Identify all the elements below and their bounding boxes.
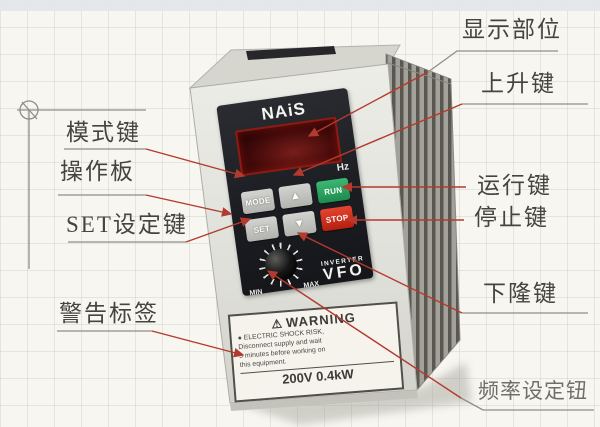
annotation-stop-key: 停止键 <box>474 205 549 230</box>
annotation-frequency-knob: 频率设定钮 <box>478 379 588 403</box>
annotation-display-area: 显示部位 <box>462 17 562 42</box>
frequency-knob: MIN MAX <box>243 238 320 299</box>
watermark-band <box>0 0 600 11</box>
stop-button: STOP <box>319 205 355 232</box>
control-panel: NAiS Hz MODE ▲ RUN SET ▼ STOP MIN MAX IN… <box>216 87 374 299</box>
annotation-warning-label: 警告标签 <box>59 301 159 326</box>
annotation-set-key: SET设定键 <box>66 212 188 237</box>
set-button: SET <box>244 215 280 243</box>
annotation-down-key: 下隆键 <box>483 281 558 306</box>
annotation-up-key: 上升键 <box>481 71 556 96</box>
annotation-mode-key: 模式键 <box>66 120 141 145</box>
warning-sticker: ⚠WARNING ● ELECTRIC SHOCK RISK, Disconne… <box>227 301 405 403</box>
warning-triangle-icon: ⚠ <box>270 316 284 332</box>
top-vent <box>246 46 336 60</box>
device-shadow <box>238 362 472 425</box>
mode-button: MODE <box>240 188 276 215</box>
knob-min-label: MIN <box>249 288 263 298</box>
knob-max-label: MAX <box>303 280 320 290</box>
annotation-operation-panel: 操作板 <box>60 159 135 184</box>
model-label: VFO <box>322 261 366 284</box>
model-badge: INVERTER VFO <box>321 255 368 289</box>
run-button: RUN <box>315 177 351 204</box>
down-arrow-button: ▼ <box>282 210 317 237</box>
annotation-run-key: 运行键 <box>477 173 552 198</box>
up-arrow-button: ▲ <box>278 182 313 210</box>
